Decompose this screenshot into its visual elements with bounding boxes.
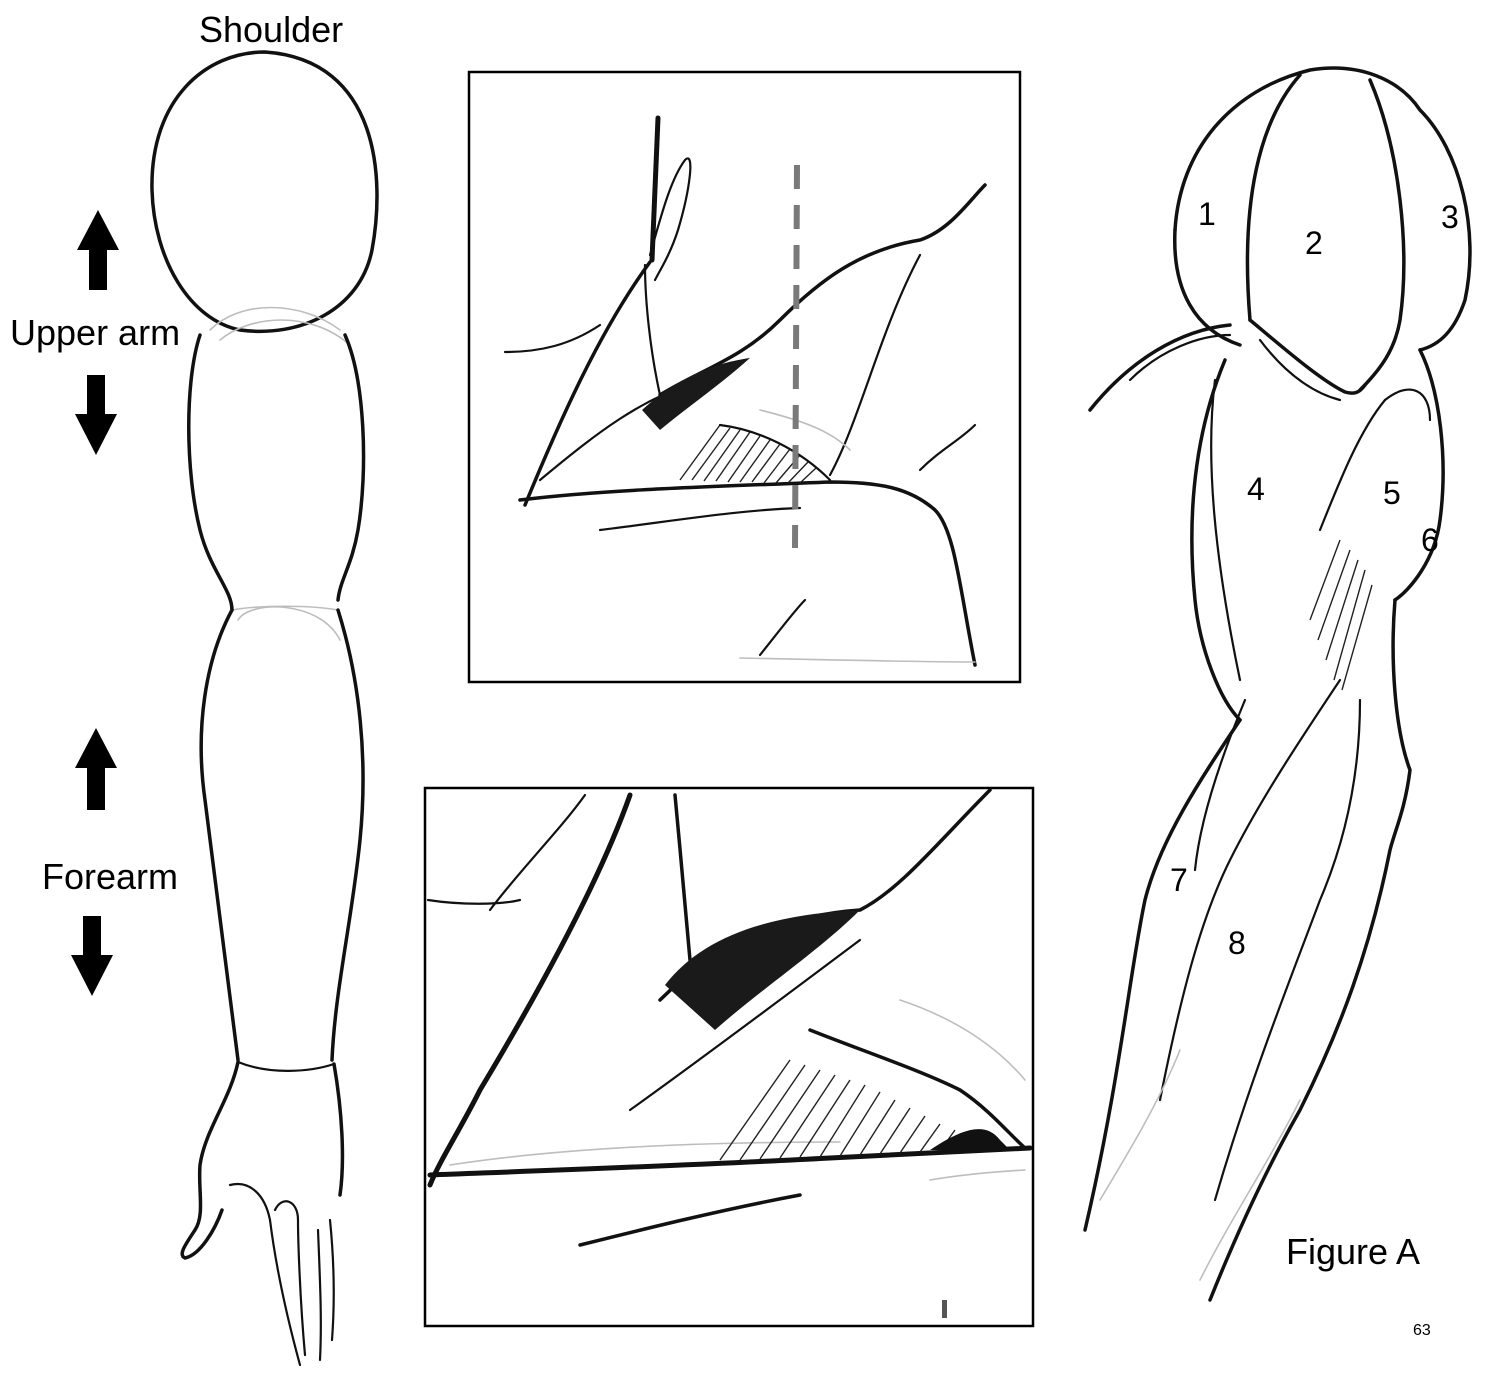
muscle-number-8: 8: [1228, 927, 1246, 959]
forearm-outline: [1085, 720, 1240, 1230]
left-arm-figure: [152, 52, 377, 1365]
shoulder-label: Shoulder: [199, 12, 343, 48]
elbow-zoom-frame: [425, 788, 1033, 1326]
upper-arm-outline-right: [338, 335, 364, 600]
page-number: 63: [1413, 1323, 1431, 1339]
hand-outline: [182, 1062, 238, 1258]
forearm-outline-right: [332, 610, 363, 1060]
muscle-number-1: 1: [1198, 198, 1216, 230]
arrow-up-icon: [77, 210, 119, 290]
arrow-down-icon: [71, 916, 113, 996]
elbow-detail-panel: [469, 72, 1020, 682]
muscle-number-6: 6: [1421, 524, 1439, 556]
muscle-number-5: 5: [1383, 477, 1401, 509]
guide-dashed-line: [795, 165, 797, 548]
arrow-down-icon: [75, 375, 117, 455]
muscle-number-4: 4: [1247, 473, 1265, 505]
upper-arm-label: Upper arm: [10, 315, 180, 351]
muscle-number-7: 7: [1170, 864, 1188, 896]
figure-caption: Figure A: [1286, 1234, 1420, 1270]
forearm-outline-left: [201, 610, 238, 1060]
upper-arm-outline-left: [189, 335, 232, 610]
elbow-zoom-panel: [425, 788, 1033, 1326]
shoulder-ball: [152, 52, 377, 331]
figure-a-muscle-arm: [1085, 68, 1470, 1300]
deltoid-outline: [1175, 68, 1470, 350]
wrist-line: [238, 1062, 334, 1071]
muscle-number-3: 3: [1441, 201, 1459, 233]
forearm-label: Forearm: [42, 859, 178, 895]
muscle-number-2: 2: [1305, 227, 1323, 259]
arrow-up-icon: [75, 728, 117, 810]
elbow-detail-frame: [469, 72, 1020, 682]
